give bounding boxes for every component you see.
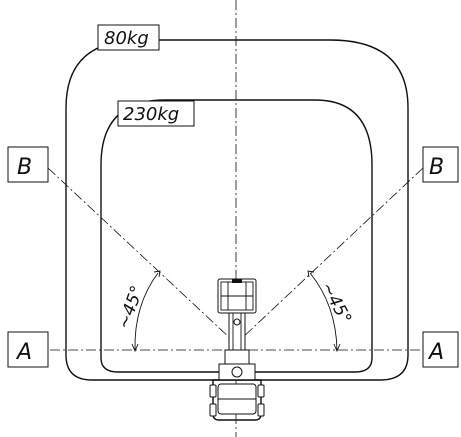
label-a-right: A	[422, 331, 459, 368]
angle-arc-left	[134, 272, 159, 351]
angle-label-left: ~45°	[114, 283, 148, 332]
angle-arc-right-arrow-bottom	[333, 343, 341, 353]
diagonal-line-b-right	[239, 167, 424, 341]
angle-arc-left-arrow-bottom	[131, 343, 139, 353]
outer-load-label-text: 80kg	[104, 28, 149, 49]
label-b-right-text: B	[429, 155, 444, 180]
outer-envelope	[65, 39, 409, 381]
outer-load-label: 80kg	[97, 24, 160, 51]
angle-label-right: ~45°	[317, 279, 355, 328]
diagonal-line-b-left	[47, 167, 233, 341]
inner-load-label-text: 230kg	[123, 104, 179, 125]
label-b-left: B	[7, 146, 49, 183]
label-a-left-text: A	[15, 340, 32, 365]
inner-load-label: 230kg	[117, 100, 195, 127]
label-b-left-text: B	[17, 155, 32, 180]
label-a-left: A	[7, 331, 49, 368]
angle-arc-right	[309, 272, 338, 351]
machine-top-view	[209, 278, 265, 421]
angle-arc-right-arrow-top	[307, 270, 315, 278]
label-a-right-text: A	[427, 340, 444, 365]
label-b-right: B	[422, 146, 459, 183]
angle-arc-left-arrow-top	[153, 270, 161, 278]
